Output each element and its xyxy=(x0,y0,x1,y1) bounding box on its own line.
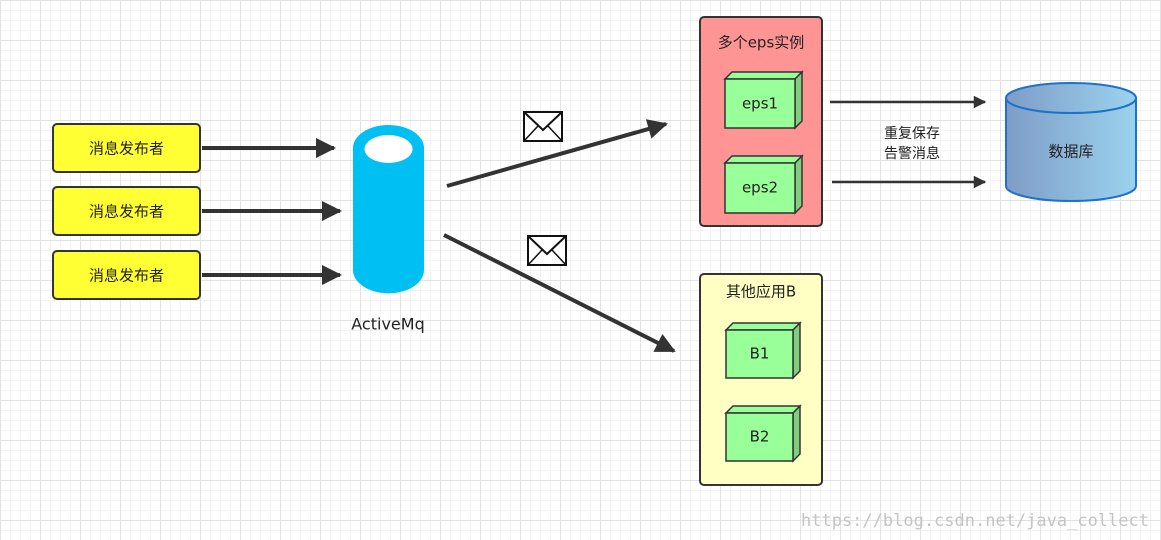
publisher-node-3[interactable]: 消息发布者 xyxy=(52,250,201,300)
eps-instance-label-1: eps1 xyxy=(742,95,778,113)
publisher-node-2[interactable]: 消息发布者 xyxy=(52,186,201,236)
watermark-text: https://blog.csdn.net/java_collect xyxy=(801,511,1149,531)
publisher-label-2: 消息发布者 xyxy=(89,203,164,221)
envelope-icon xyxy=(523,111,563,142)
broker-to-other-app-arrow xyxy=(443,233,676,353)
other-app-group-title: 其他应用B xyxy=(726,283,796,301)
broker-top-opening xyxy=(364,135,413,163)
database-label: 数据库 xyxy=(1048,143,1093,161)
eps-instance-1[interactable]: eps1 xyxy=(723,70,804,130)
eps-instance-label-2: eps2 xyxy=(742,179,778,197)
broker-label: ActiveMq xyxy=(351,315,424,334)
other-app-instance-label-1: B1 xyxy=(750,345,770,363)
other-app-instance-label-2: B2 xyxy=(750,428,770,446)
broker-to-eps-arrow xyxy=(446,119,668,188)
other-app-instance-2[interactable]: B2 xyxy=(724,404,802,463)
activemq-broker[interactable] xyxy=(353,125,424,294)
eps-instance-2[interactable]: eps2 xyxy=(723,154,804,215)
publisher-label-3: 消息发布者 xyxy=(89,267,164,285)
envelope-icon xyxy=(527,235,567,266)
save-note-line-1: 重复保存 xyxy=(884,125,940,142)
database-node[interactable]: 数据库 xyxy=(1005,82,1137,202)
other-app-instance-1[interactable]: B1 xyxy=(724,321,802,380)
publisher-label-1: 消息发布者 xyxy=(89,140,164,158)
eps-group-title: 多个eps实例 xyxy=(718,34,805,52)
save-note-line-2: 告警消息 xyxy=(884,145,940,162)
publisher-node-1[interactable]: 消息发布者 xyxy=(52,123,201,173)
